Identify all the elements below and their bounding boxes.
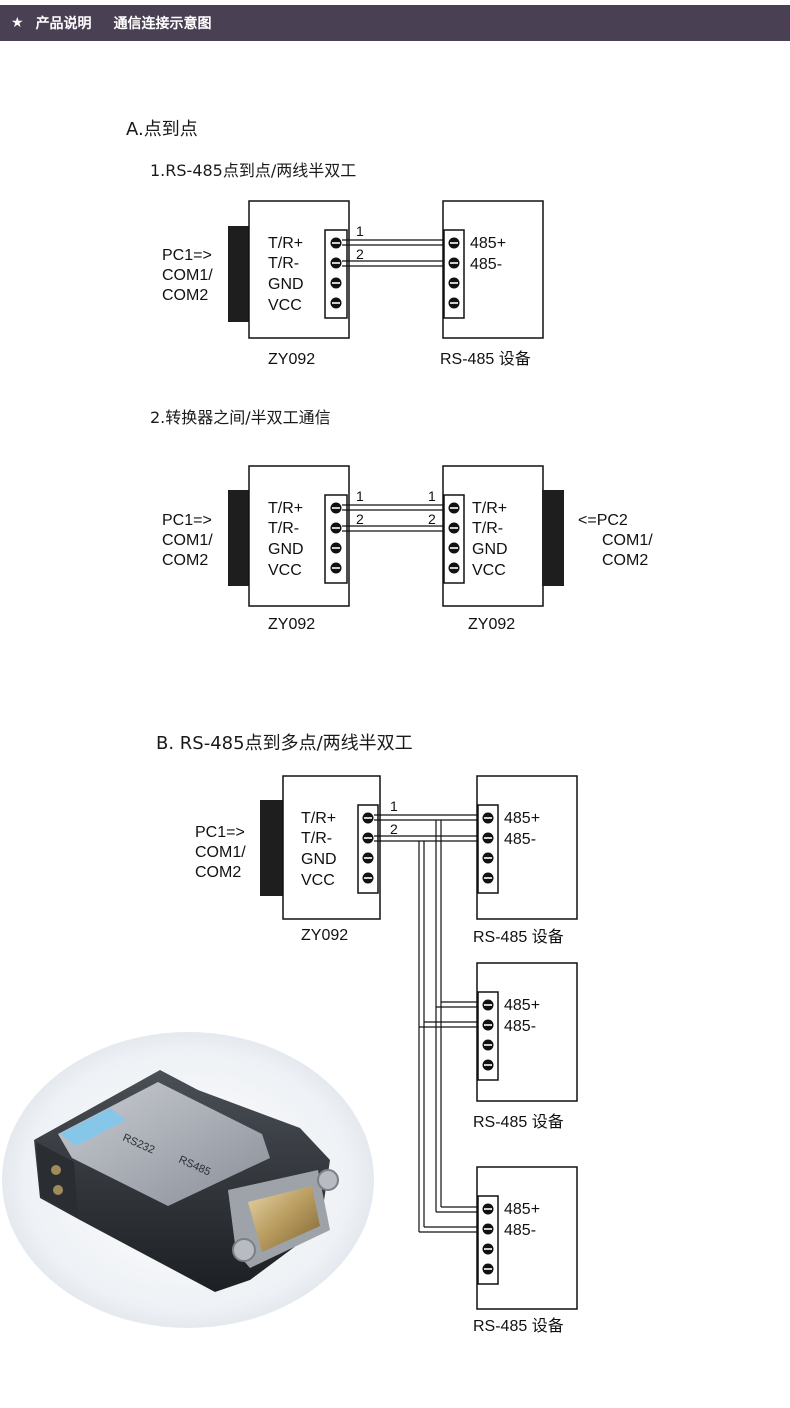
device-terminal-screws xyxy=(482,1203,494,1275)
terminal-strip xyxy=(324,229,348,319)
product-photo: RS232 RS485 xyxy=(2,1032,374,1328)
terminal-screws-left xyxy=(330,502,342,574)
diagram2: PC1=> COM1/ COM2 T/R+ T/R- GND VCC ZY092… xyxy=(162,465,653,633)
pc1-label-line-2: COM1/ xyxy=(162,532,213,549)
converter-pin-label: T/R- xyxy=(268,255,299,272)
pc-label-line-2: COM1/ xyxy=(195,844,246,861)
diagram2-title: 2.转换器之间/半双工通信 xyxy=(150,408,331,427)
device-box-3 xyxy=(476,1166,578,1310)
pc2-label-line-3: COM2 xyxy=(602,552,648,569)
wire-pair xyxy=(342,504,448,532)
db9-connector xyxy=(260,800,284,896)
device-terminal-strip xyxy=(477,804,499,894)
bus-wires xyxy=(374,814,480,1233)
device-box-1 xyxy=(476,775,578,920)
device-box-2 xyxy=(476,962,578,1102)
device-terminal-screws xyxy=(482,812,494,884)
diagram1-title: 1.RS-485点到点/两线半双工 xyxy=(150,161,357,180)
pc1-label-line-3: COM2 xyxy=(162,552,208,569)
converter-pin-label: GND xyxy=(472,541,508,558)
adapter-blue-tab xyxy=(60,1108,126,1146)
device-pin-label: 485+ xyxy=(504,810,540,827)
star-icon: ★ xyxy=(11,15,24,31)
pc2-label-line-1: <=PC2 xyxy=(578,512,628,529)
wire-label-1: 1 xyxy=(390,798,398,814)
converter-pin-label: VCC xyxy=(472,562,506,579)
db9-connector xyxy=(228,226,250,322)
thumb-screw xyxy=(232,1238,256,1262)
terminal-screws-right xyxy=(448,502,460,574)
converter-pin-label: GND xyxy=(268,541,304,558)
converter-pin-label: T/R- xyxy=(268,520,299,537)
header-title: 通信连接示意图 xyxy=(113,16,212,32)
terminal-strip-right xyxy=(443,494,465,584)
converter-pin-label: VCC xyxy=(268,297,302,314)
left-wire-label-2: 2 xyxy=(356,511,364,527)
device-box xyxy=(442,200,544,339)
db9-connector-right xyxy=(542,490,564,586)
pc2-label-line-2: COM1/ xyxy=(602,532,653,549)
converter-name: ZY092 xyxy=(268,351,315,368)
converter-pin-label: T/R- xyxy=(472,520,503,537)
db9-connector-left xyxy=(228,490,250,586)
header-section: 产品说明 xyxy=(35,16,92,32)
thumb-screw xyxy=(317,1169,339,1191)
terminal-strip-left xyxy=(324,494,348,584)
converter-name: ZY092 xyxy=(301,927,348,944)
section-a-title: A.点到点 xyxy=(126,119,198,140)
device-pin-label: 485- xyxy=(504,1222,536,1239)
device-name: RS-485 设备 xyxy=(473,1317,564,1335)
device-terminal-strip xyxy=(443,229,465,319)
converter-pin-label: T/R+ xyxy=(301,810,336,827)
pc1-label-line-1: PC1=> xyxy=(162,512,212,529)
section-b-title: B. RS-485点到多点/两线半双工 xyxy=(156,733,413,754)
device-pin-label: 485- xyxy=(504,1018,536,1035)
converter-pin-label: VCC xyxy=(268,562,302,579)
diagram1: PC1=> COM1/ COM2 T/R+ T/R- GND VCC ZY092… xyxy=(162,200,544,368)
adapter-terminal-block xyxy=(36,1142,78,1216)
pc-label-line-3: COM2 xyxy=(195,864,241,881)
wire-label-2: 2 xyxy=(390,821,398,837)
terminal-screws xyxy=(330,237,342,309)
right-wire-label-1: 1 xyxy=(428,488,436,504)
device-pin-label: 485- xyxy=(504,831,536,848)
pc-label-line-1: PC1=> xyxy=(195,824,245,841)
converter-pin-label: T/R+ xyxy=(268,235,303,252)
pc-label-line-2: COM1/ xyxy=(162,267,213,284)
converter-pin-label: GND xyxy=(301,851,337,868)
converter-pin-label: GND xyxy=(268,276,304,293)
left-wire-label-1: 1 xyxy=(356,488,364,504)
device-terminal-screws xyxy=(448,237,460,309)
pc-label-line-3: COM2 xyxy=(162,287,208,304)
pc-label-line-1: PC1=> xyxy=(162,247,212,264)
device-pin-label: 485+ xyxy=(470,235,506,252)
terminal-screws xyxy=(362,812,374,884)
terminal-screw xyxy=(51,1165,61,1175)
diagram-multipoint: PC1=> COM1/ COM2 T/R+ T/R- GND VCC ZY092… xyxy=(195,775,578,1335)
device-pin-label: 485- xyxy=(470,256,502,273)
device-pin-label: 485+ xyxy=(504,997,540,1014)
right-wire-label-2: 2 xyxy=(428,511,436,527)
right-converter-name: ZY092 xyxy=(468,616,515,633)
db9-plug xyxy=(248,1186,320,1252)
device-name: RS-485 设备 xyxy=(473,928,564,946)
device-pin-label: 485+ xyxy=(504,1201,540,1218)
wire-pair xyxy=(342,239,448,267)
device-name: RS-485 设备 xyxy=(440,350,531,368)
device-terminal-strip xyxy=(477,1195,499,1285)
device-terminal-strip xyxy=(477,991,499,1081)
converter-pin-label: VCC xyxy=(301,872,335,889)
device-terminal-screws xyxy=(482,999,494,1071)
terminal-strip xyxy=(357,804,379,894)
converter-pin-label: T/R+ xyxy=(268,500,303,517)
device-name: RS-485 设备 xyxy=(473,1113,564,1131)
header-bar: ★ 产品说明 通信连接示意图 xyxy=(0,5,790,41)
converter-pin-label: T/R+ xyxy=(472,500,507,517)
wire-label-2: 2 xyxy=(356,246,364,262)
terminal-screw xyxy=(53,1185,63,1195)
wire-label-1: 1 xyxy=(356,223,364,239)
left-converter-name: ZY092 xyxy=(268,616,315,633)
converter-pin-label: T/R- xyxy=(301,830,332,847)
